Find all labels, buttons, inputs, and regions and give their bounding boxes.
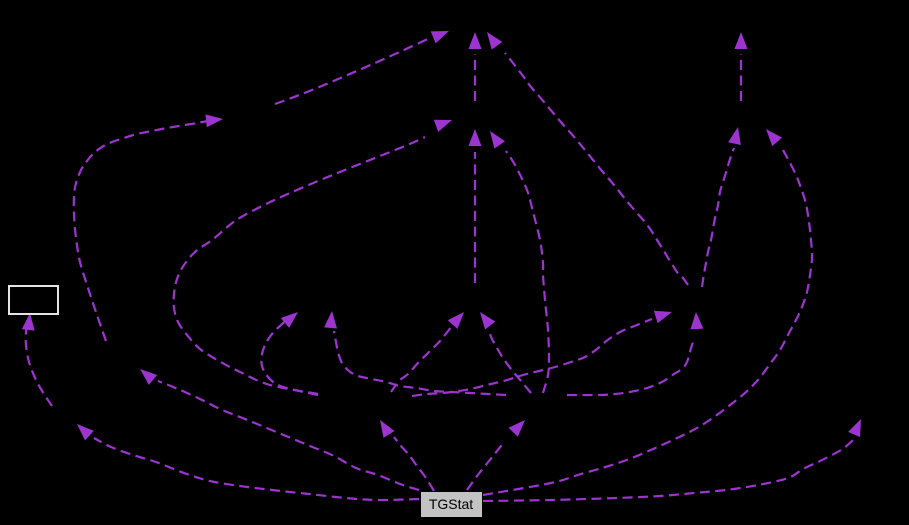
svg-text:TGStat: TGStat (429, 496, 473, 512)
